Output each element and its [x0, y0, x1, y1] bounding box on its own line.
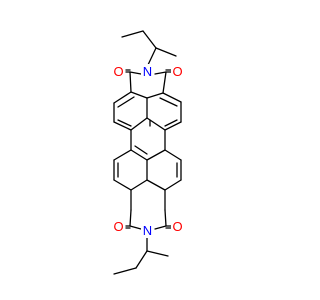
bond-line [146, 149, 166, 161]
o-top-left-label: O [113, 64, 123, 79]
oxygen-atom-bottom-left: O [112, 219, 125, 234]
bond-line [117, 119, 132, 127]
bond-line [129, 209, 132, 227]
bond-line [159, 97, 178, 107]
o-bottom-right-label: O [172, 219, 182, 234]
bond-line [164, 121, 182, 131]
bond-line [129, 71, 142, 75]
bond-line [113, 267, 137, 275]
o-bottom-left-label: O [113, 219, 123, 234]
bond-line [113, 91, 132, 104]
bond-line [155, 47, 177, 57]
bond-line [142, 30, 157, 49]
bond-line [146, 179, 166, 191]
bond-line [121, 30, 144, 38]
oxygen-atom-top-right: O [171, 64, 184, 79]
bond-line [117, 96, 135, 108]
bond-line [130, 179, 148, 191]
oxygen-atom-top-left: O [112, 64, 125, 79]
bond-line [146, 92, 164, 99]
bond-line [134, 145, 148, 155]
bond-line [146, 250, 169, 257]
bond-line [164, 209, 167, 227]
bond-line [164, 179, 182, 191]
bond-line [162, 92, 182, 103]
bond-line [154, 71, 167, 75]
atom-labels: N O O N O O [112, 64, 184, 238]
bond-line [113, 121, 132, 131]
bond-line [113, 149, 132, 161]
nitrogen-atom-top: N [141, 64, 154, 79]
molecule-structure: N O O N O O [112, 30, 184, 275]
bond-line [146, 47, 157, 68]
bond-line [135, 250, 148, 269]
n-top-label: N [143, 64, 152, 79]
bond-line [130, 149, 148, 161]
bond-line [130, 91, 148, 99]
bond-line [162, 71, 167, 94]
bond-line [164, 149, 182, 161]
o-top-right-label: O [172, 64, 182, 79]
bond-line [154, 225, 167, 230]
bond-lines [113, 30, 182, 275]
bond-line [130, 117, 148, 131]
oxygen-atom-bottom-right: O [171, 219, 184, 234]
bond-line [113, 179, 132, 191]
bond-line [164, 119, 178, 127]
n-bottom-label: N [143, 223, 152, 238]
bond-line [129, 71, 132, 93]
bond-line [129, 225, 142, 230]
nitrogen-atom-bottom: N [141, 223, 154, 238]
